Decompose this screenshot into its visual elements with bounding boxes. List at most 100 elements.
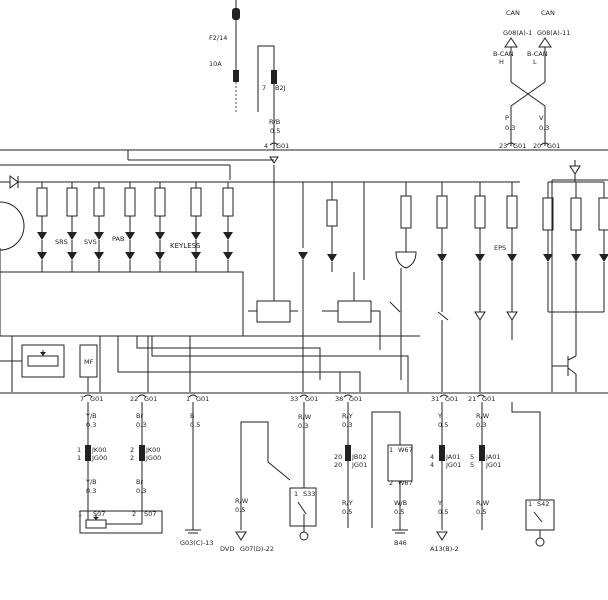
wire-br-gauge: 0.3 — [136, 421, 146, 429]
right-col-5 — [570, 182, 582, 312]
can-side-right: L — [533, 58, 537, 66]
bottom-wiring: Y/B 0.3 1 JK00 1 JG00 Y/B 0.3 Br 0.3 2 J… — [77, 402, 555, 553]
conn-jg01b: JG01 — [445, 461, 461, 469]
pin-31: 31 — [431, 395, 439, 403]
switch-s33-pin: 1 — [294, 490, 298, 498]
led-indicators: SRS SVS PAB KEYLESS — [36, 182, 234, 272]
pin-31-conn: G01 — [445, 395, 458, 403]
can-wire-left-gauge: 0.3 — [505, 124, 515, 132]
cluster-module — [0, 201, 244, 337]
lower-wire-y: Y — [437, 499, 442, 507]
can-arrow-right — [538, 37, 552, 48]
led-col-1 — [36, 182, 48, 272]
cluster-ecu — [0, 271, 244, 337]
conn-jg00-pin: 1 — [77, 454, 81, 462]
can-wire-right-color: V — [539, 114, 544, 122]
conn-jk00-pin: 1 — [77, 446, 81, 454]
supply-pin: 4 — [264, 142, 268, 150]
led-col-4 — [124, 182, 136, 272]
gauge-motor — [0, 201, 25, 251]
can-label-right: CAN — [541, 9, 555, 17]
conn-ja01c-pin: 5 — [470, 453, 474, 461]
lower-wire-rw: R/W — [235, 497, 249, 505]
bottom-pins: 7 G01 22 G01 1 G01 33 G01 38 G01 31 G01 … — [80, 394, 495, 403]
indicator-svs: SVS — [84, 238, 97, 246]
conn-ja01-pin: 4 — [430, 453, 434, 461]
indicator-pab: PAB — [112, 235, 124, 243]
dvd-arrow — [235, 531, 247, 541]
conn-jk00b: JK00 — [145, 446, 160, 454]
can-label-left: CAN — [506, 9, 520, 17]
conn-jg01c: JG01 — [485, 461, 501, 469]
ground-g07: G07(D)-22 — [240, 545, 274, 553]
wire-y-gauge: 0.5 — [438, 421, 448, 429]
sensor-conn2: S07 — [144, 510, 156, 518]
conn-jg01-pin: 20 — [334, 461, 342, 469]
ground-dvd: DVD — [220, 545, 234, 553]
supply-wire-color: R/B — [269, 118, 280, 126]
conn-jg01c-pin: 5 — [470, 461, 474, 469]
meter-label: MF — [84, 358, 94, 366]
conn-jg00b: JG00 — [145, 454, 161, 462]
fuse-rating: 10A — [209, 60, 222, 68]
indicator-srs: SRS — [55, 238, 68, 246]
right-col-6 — [598, 182, 608, 312]
supply-wire-gauge: 0.5 — [270, 127, 280, 135]
wire-b: B — [190, 412, 194, 420]
switch-s42-id: S42 — [537, 500, 549, 508]
lower-wire-br-gauge: 0.3 — [136, 487, 146, 495]
led-col-2 — [66, 182, 78, 272]
led-col-3 — [93, 182, 105, 272]
conn-w67b-pin: 2 — [389, 479, 393, 487]
conn-ja01: JA01 — [445, 453, 461, 461]
pin-7: 7 — [80, 395, 84, 403]
pin-22: 22 — [130, 395, 138, 403]
conn-jg01: JG01 — [351, 461, 367, 469]
can-line-right: B-CAN — [527, 50, 548, 58]
internal-traces — [11, 335, 481, 392]
lower-wire-ry-gauge: 0.5 — [342, 508, 352, 516]
top-connector-body — [271, 70, 277, 84]
wire-rw2: R/W — [476, 412, 490, 420]
can-connector-right: G08(A)-11 — [537, 29, 570, 37]
can-bus: CAN CAN G08(A)-1 G08(A)-11 B-CAN B-CAN H… — [493, 9, 570, 150]
relay-box-left — [256, 300, 291, 323]
lower-wire-y-gauge: 0.5 — [438, 508, 448, 516]
top-connector-id: B2J — [275, 84, 286, 92]
sensor-pin1: 1 — [78, 510, 82, 518]
led-col-7 — [222, 182, 234, 272]
relay-box-right — [337, 300, 372, 323]
pin-38: 38 — [335, 395, 343, 403]
fuel-sender — [79, 510, 163, 534]
conn-jg01b-pin: 4 — [430, 461, 434, 469]
can-conn-left: G01 — [513, 142, 526, 150]
can-wire-left-color: P — [505, 114, 509, 122]
right-indicators: EPS — [436, 160, 608, 392]
lower-wire-wb-gauge: 0.5 — [394, 508, 404, 516]
wire-rw: R/W — [298, 413, 312, 421]
pin-21: 21 — [468, 395, 476, 403]
conn-w67-pin: 1 — [389, 446, 393, 454]
indicator-keyless: KEYLESS — [170, 242, 201, 250]
switch-s42-pin: 1 — [528, 500, 532, 508]
meter-unit: MF — [0, 344, 98, 392]
wire-y: Y — [437, 412, 442, 420]
pin-38-conn: G01 — [349, 395, 362, 403]
bus-diode — [9, 175, 19, 189]
can-line-left: B-CAN — [493, 50, 514, 58]
ground-g03: G03(C)-13 — [180, 539, 214, 547]
wire-ry: R/Y — [342, 412, 353, 420]
right-col-3 — [506, 182, 518, 340]
conn-jb02: JB02 — [351, 453, 367, 461]
can-conn-right: G01 — [547, 142, 560, 150]
indicator-eps: EPS — [494, 244, 506, 252]
wire-rw2-gauge: 0.3 — [476, 421, 486, 429]
sensor-conn1: S07 — [93, 510, 105, 518]
conn-jg00b-pin: 2 — [130, 454, 134, 462]
ground-a13: A13(B)-2 — [430, 545, 459, 553]
can-arrow-left — [504, 37, 518, 48]
right-col-1 — [436, 182, 449, 392]
right-col-2 — [474, 182, 486, 392]
lower-wire-rw2-gauge: 0.5 — [476, 508, 486, 516]
pin-33: 33 — [290, 395, 298, 403]
